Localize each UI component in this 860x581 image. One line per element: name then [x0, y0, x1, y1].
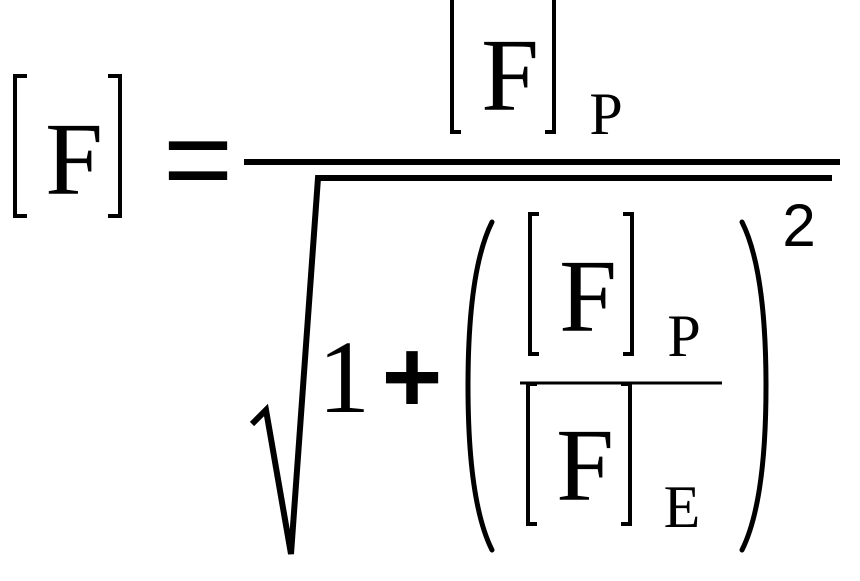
inner-numerator-symbol: F: [559, 239, 617, 354]
inner-denominator-right-bracket: [621, 382, 632, 526]
inner-denominator: F E: [526, 382, 701, 540]
radical-sign: [249, 175, 832, 555]
numerator-right-bracket: [545, 0, 556, 134]
inner-denominator-subscript: E: [664, 474, 701, 540]
inner-denominator-symbol: F: [556, 408, 614, 523]
plus-sign: +: [382, 319, 443, 435]
lhs-bracketed-term: F: [13, 74, 122, 218]
lhs-right-bracket: [108, 74, 122, 218]
left-parenthesis: [465, 219, 495, 553]
inner-numerator-subscript: P: [667, 303, 700, 369]
denominator-one: 1: [318, 320, 370, 435]
inner-denominator-left-bracket: [526, 382, 537, 526]
denominator: 1 + F P F E 2: [318, 192, 816, 553]
numerator-left-bracket: [450, 0, 461, 134]
inner-numerator-right-bracket: [623, 212, 634, 356]
inner-numerator: F P: [528, 212, 701, 369]
numerator-subscript: P: [589, 81, 622, 147]
equals-sign: =: [163, 92, 233, 226]
exponent: 2: [782, 192, 815, 259]
lhs-left-bracket: [13, 74, 27, 218]
right-parenthesis: [739, 219, 769, 553]
numerator: F P: [450, 0, 623, 147]
numerator-symbol: F: [481, 18, 539, 133]
lhs-symbol: F: [45, 102, 103, 217]
inner-numerator-left-bracket: [528, 212, 539, 356]
